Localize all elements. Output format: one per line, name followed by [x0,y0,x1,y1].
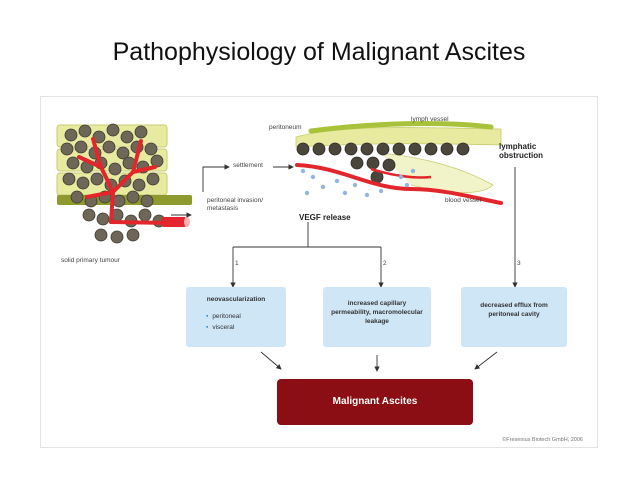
box-neovascularization: neovascularization peritoneal visceral [186,287,286,347]
label-peritoneum: peritoneum [269,124,302,131]
label-vegf-release: VEGF release [299,213,351,222]
label-solid-primary-tumour: solid primary tumour [61,257,120,264]
label-lymphatic-obstruction: lymphatic obstruction [499,142,543,160]
label-lymph-vessel: lymph vessel [411,116,449,123]
connectors [171,164,518,372]
bullet-item: visceral [206,322,241,333]
tumour-illustration [56,123,192,244]
label-peritoneal-invasion: peritoneal invasion/ metastasis [207,197,264,212]
box-neovascularization-title: neovascularization [206,296,266,303]
label-blood-vessel: blood vessel [445,197,482,204]
diagram-art [56,121,518,372]
label-path-1: 1 [235,260,239,267]
box-efflux-text: decreased efflux from peritoneal cavity [480,302,548,318]
label-path-3: 3 [517,260,521,267]
bullet-item: peritoneal [206,311,241,322]
box-decreased-efflux: decreased efflux from peritoneal cavity [461,287,567,347]
label-path-2: 2 [383,260,387,267]
box-capillary-permeability: increased capillary permeability, macrom… [323,287,431,347]
slide-title: Pathophysiology of Malignant Ascites [112,38,526,66]
box-capillary-text: increased capillary permeability, macrom… [331,300,423,325]
peritoneum-illustration [295,121,503,205]
neovascularization-list: peritoneal visceral [206,311,241,333]
copyright-note: ©Fresenius Biotech GmbH, 2006 [502,437,583,443]
diagram-panel: solid primary tumour peritoneal invasion… [40,96,598,448]
label-settlement: settlement [233,162,263,169]
malignant-ascites-box: Malignant Ascites [277,379,473,425]
